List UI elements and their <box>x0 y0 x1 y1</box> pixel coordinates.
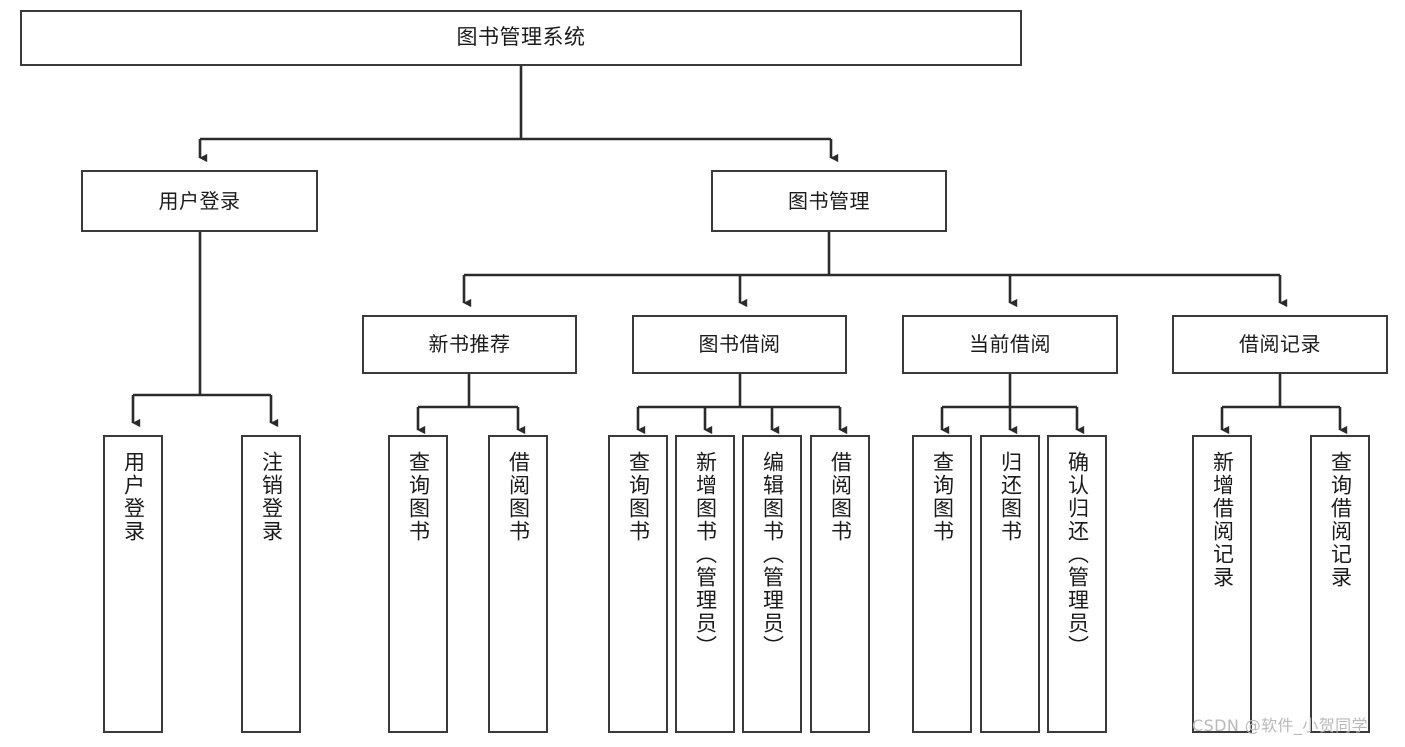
node-current-borrow-label: 当前借阅 <box>969 332 1051 357</box>
leaf-query-book-current[interactable]: 查询图书 <box>912 435 972 733</box>
node-borrow-record[interactable]: 借阅记录 <box>1172 315 1388 374</box>
node-book-borrow-label: 图书借阅 <box>698 332 781 357</box>
leaf-query-book-recommend[interactable]: 查询图书 <box>388 435 448 733</box>
node-user-login[interactable]: 用户登录 <box>81 170 318 232</box>
node-new-book-recommend-label: 新书推荐 <box>428 332 511 357</box>
node-book-management-label: 图书管理 <box>788 188 870 213</box>
leaf-confirm-return[interactable]: 确认归还（管理员） <box>1047 435 1107 733</box>
node-borrow-record-label: 借阅记录 <box>1239 332 1321 357</box>
node-current-borrow[interactable]: 当前借阅 <box>902 315 1118 374</box>
leaf-borrow-book-label: 借阅图书 <box>828 451 853 543</box>
leaf-query-book-borrow[interactable]: 查询图书 <box>608 435 668 733</box>
leaf-user-login-label: 用户登录 <box>121 451 146 543</box>
leaf-query-book-recommend-label: 查询图书 <box>406 451 431 543</box>
leaf-borrow-book-recommend-label: 借阅图书 <box>506 451 531 543</box>
leaf-add-book-label: 新增图书（管理员） <box>693 451 718 658</box>
leaf-query-book-current-label: 查询图书 <box>930 451 955 543</box>
leaf-edit-book[interactable]: 编辑图书（管理员） <box>742 435 802 733</box>
node-root-system[interactable]: 图书管理系统 <box>20 10 1022 66</box>
node-book-borrow[interactable]: 图书借阅 <box>632 315 847 374</box>
node-root-system-label: 图书管理系统 <box>456 25 586 50</box>
leaf-user-login[interactable]: 用户登录 <box>103 435 163 733</box>
leaf-confirm-return-label: 确认归还（管理员） <box>1065 451 1090 658</box>
leaf-edit-book-label: 编辑图书（管理员） <box>760 451 785 658</box>
leaf-add-book[interactable]: 新增图书（管理员） <box>675 435 735 733</box>
leaf-user-logout-label: 注销登录 <box>259 451 284 543</box>
leaf-return-book-label: 归还图书 <box>998 451 1023 543</box>
node-user-login-label: 用户登录 <box>158 188 241 213</box>
csdn-watermark: CSDN @软件_小贺同学 <box>1192 716 1368 735</box>
leaf-return-book[interactable]: 归还图书 <box>980 435 1040 733</box>
leaf-query-borrow-record-label: 查询借阅记录 <box>1328 451 1353 589</box>
leaf-add-borrow-record-label: 新增借阅记录 <box>1210 451 1235 589</box>
leaf-borrow-book[interactable]: 借阅图书 <box>810 435 870 733</box>
node-new-book-recommend[interactable]: 新书推荐 <box>362 315 577 374</box>
leaf-query-book-borrow-label: 查询图书 <box>626 451 651 543</box>
node-book-management[interactable]: 图书管理 <box>711 170 947 232</box>
leaf-user-logout[interactable]: 注销登录 <box>241 435 301 733</box>
leaf-add-borrow-record[interactable]: 新增借阅记录 <box>1192 435 1252 733</box>
leaf-borrow-book-recommend[interactable]: 借阅图书 <box>488 435 548 733</box>
leaf-query-borrow-record[interactable]: 查询借阅记录 <box>1310 435 1370 733</box>
